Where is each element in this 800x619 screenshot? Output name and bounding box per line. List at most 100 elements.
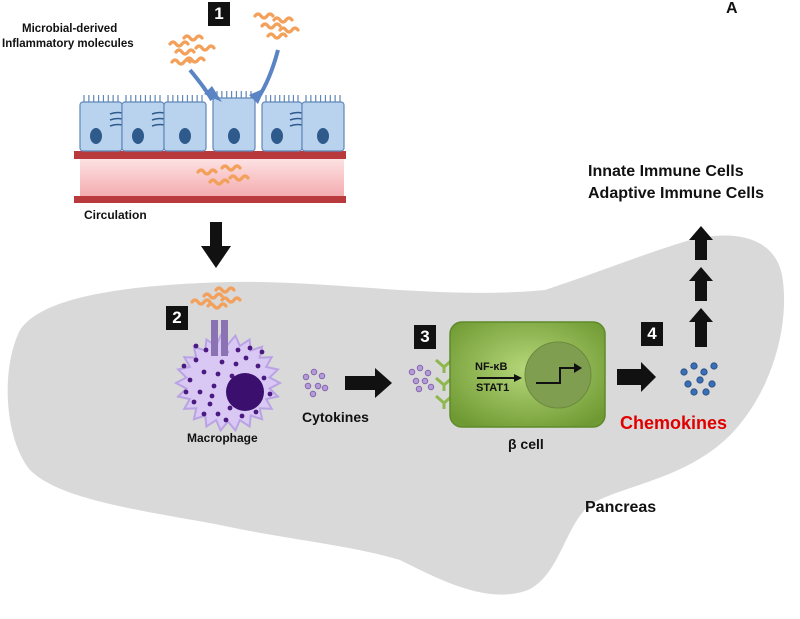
granule bbox=[261, 375, 267, 381]
granule bbox=[215, 371, 221, 377]
cell-nucleus bbox=[271, 128, 283, 144]
cytokine-dot bbox=[321, 384, 329, 392]
granule bbox=[183, 389, 189, 395]
granule bbox=[201, 411, 207, 417]
cytokine-dot bbox=[318, 372, 326, 380]
microbe-fragment bbox=[208, 178, 230, 186]
granule bbox=[197, 389, 203, 395]
microbe-fragment bbox=[168, 40, 190, 48]
chemokine-dot bbox=[710, 362, 718, 370]
granule bbox=[209, 393, 215, 399]
granule bbox=[203, 347, 209, 353]
granule bbox=[255, 363, 261, 369]
gene-promoter-arrow bbox=[536, 367, 574, 384]
chemokine-dot bbox=[690, 388, 698, 396]
step-badge-4: 4 bbox=[641, 322, 663, 346]
cell-nucleus bbox=[179, 128, 191, 144]
chemokine-molecules bbox=[680, 362, 718, 396]
granule bbox=[201, 369, 207, 375]
granule bbox=[193, 343, 199, 349]
cytokines-label: Cytokines bbox=[302, 409, 369, 425]
gene-promoter-arrowhead bbox=[574, 363, 582, 373]
macrophage-label: Macrophage bbox=[187, 431, 258, 445]
granule bbox=[239, 413, 245, 419]
granule bbox=[233, 361, 239, 367]
up-arrowhead bbox=[689, 267, 713, 281]
step-badge-3: 3 bbox=[414, 325, 436, 349]
cytokine-dot bbox=[314, 382, 322, 390]
microbe-fragment bbox=[266, 32, 288, 40]
microbial-label-line2: Inflammatory molecules bbox=[2, 38, 134, 50]
epithelial-cell bbox=[79, 101, 123, 152]
microbe-fragment bbox=[184, 56, 206, 64]
cytokine-dot bbox=[302, 373, 310, 381]
down-arrow bbox=[201, 222, 231, 268]
microbe-fragment bbox=[253, 12, 275, 20]
granule bbox=[215, 411, 221, 417]
granule bbox=[259, 349, 265, 355]
macrophage bbox=[173, 320, 283, 433]
granule bbox=[223, 417, 229, 423]
microbe-fragment bbox=[260, 22, 282, 30]
pancreas-label: Pancreas bbox=[585, 499, 657, 516]
cell-nucleus bbox=[132, 128, 144, 144]
chemokine-arrow bbox=[617, 362, 656, 392]
blood-vessel bbox=[74, 151, 346, 203]
granule bbox=[207, 401, 213, 407]
up-arrowhead bbox=[689, 226, 713, 240]
up-arrow-shaft bbox=[695, 280, 707, 301]
chemokine-dot bbox=[684, 380, 692, 388]
entry-arrowhead-right bbox=[249, 88, 265, 104]
cytokine-molecules-bound bbox=[408, 364, 435, 393]
chemokine-dot bbox=[700, 368, 708, 376]
microbe-fragment bbox=[190, 298, 212, 306]
granule bbox=[219, 359, 225, 365]
cell-nucleus bbox=[228, 128, 240, 144]
chemokine-dot bbox=[708, 380, 716, 388]
epithelial-cell bbox=[261, 101, 303, 152]
microbial-label-line1: Microbial-derived bbox=[22, 23, 118, 35]
microbe-fragment bbox=[174, 48, 196, 56]
cell-nucleus bbox=[317, 128, 329, 144]
cytokine-dot bbox=[424, 369, 432, 377]
panel-letter: A bbox=[726, 0, 738, 17]
step-badge-1: 1 bbox=[208, 2, 230, 26]
granule bbox=[247, 345, 253, 351]
granule bbox=[211, 383, 217, 389]
chemokine-dot bbox=[690, 362, 698, 370]
microbe-fragment bbox=[214, 286, 236, 294]
chemokine-dot bbox=[702, 388, 710, 396]
recruitment-arrows bbox=[689, 226, 713, 347]
granule bbox=[243, 355, 249, 361]
epithelial-cell bbox=[301, 101, 345, 152]
chemokine-dot bbox=[696, 376, 704, 384]
microbe-fragment bbox=[194, 44, 216, 52]
stat1-label: STAT1 bbox=[476, 382, 510, 394]
granule bbox=[181, 363, 187, 369]
cytokine-molecules bbox=[302, 368, 329, 398]
chemokines-label: Chemokines bbox=[620, 413, 728, 433]
microbe-fragment bbox=[220, 164, 242, 172]
granule bbox=[253, 409, 259, 415]
cell-nucleus bbox=[90, 128, 102, 144]
chemokine-dot bbox=[680, 368, 688, 376]
granule bbox=[187, 377, 193, 383]
cytokine-dot bbox=[415, 385, 423, 393]
cytokine-dot bbox=[408, 368, 416, 376]
microbe-fragment bbox=[228, 174, 250, 182]
microbe-fragment bbox=[278, 26, 300, 34]
epithelial-cell bbox=[212, 97, 256, 152]
signaling-arrowhead bbox=[514, 374, 522, 382]
microbe-fragment bbox=[196, 168, 218, 176]
granule bbox=[193, 357, 199, 363]
entry-arrowhead-left bbox=[204, 86, 222, 102]
innate-immune-label: Innate Immune Cells bbox=[588, 163, 744, 180]
circulation-label: Circulation bbox=[84, 208, 147, 222]
granule bbox=[235, 347, 241, 353]
nfkb-label: NF-κB bbox=[475, 361, 508, 373]
microbe-fragment bbox=[220, 296, 242, 304]
microbial-molecules bbox=[168, 12, 300, 310]
microbe-fragment bbox=[272, 16, 294, 24]
